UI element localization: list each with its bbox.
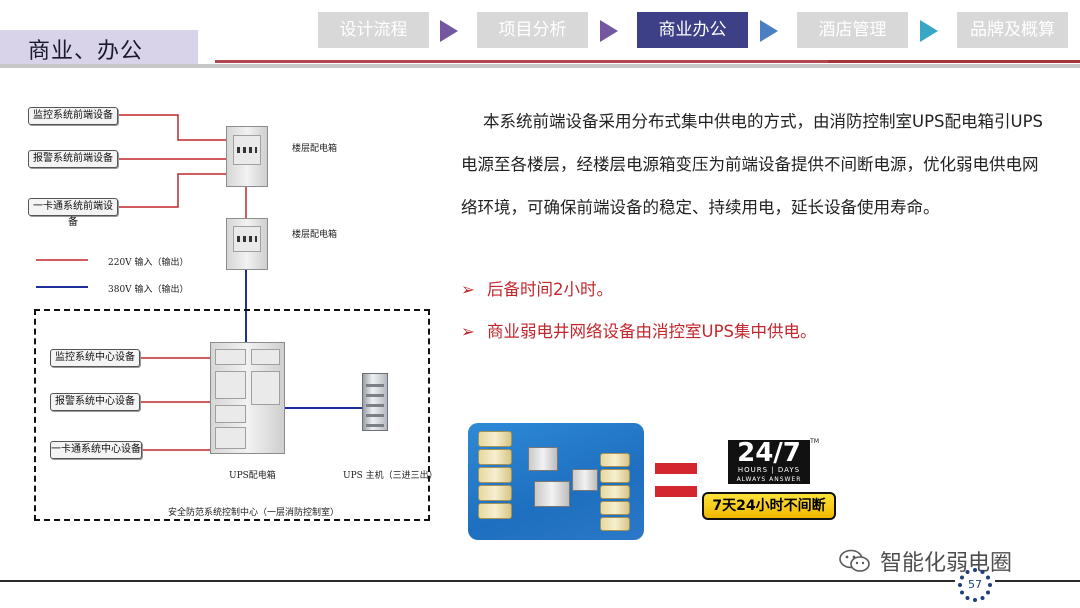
dotted-ring-icon bbox=[958, 568, 992, 602]
page-number: 57 bbox=[968, 578, 982, 591]
diagram-wiring bbox=[36, 114, 362, 451]
step-brand-budget[interactable]: 品牌及概算 bbox=[957, 12, 1068, 48]
step-arrow-icon bbox=[760, 20, 778, 42]
always-on-247-logo: 24/7 HOURS | DAYS ALWAYS ANSWER TM bbox=[728, 438, 819, 484]
watermark: 智能化弱电圈 bbox=[838, 545, 1012, 577]
control-center-boundary bbox=[34, 309, 430, 521]
step-commercial-office[interactable]: 商业办公 bbox=[637, 12, 748, 48]
ups-box-label: UPS配电箱 bbox=[229, 471, 276, 481]
badge-247-tm: TM bbox=[810, 438, 819, 445]
wechat-icon bbox=[838, 549, 872, 572]
ups-modules-photo bbox=[468, 423, 644, 540]
legend-220v: 220V 输入（输出） bbox=[108, 258, 189, 268]
ups-distribution-cabinet-icon bbox=[210, 342, 285, 454]
bullet-item: ➢ 后备时间2小时。 bbox=[461, 279, 613, 301]
step-design-process[interactable]: 设计流程 bbox=[318, 12, 429, 48]
bullet-text: 后备时间2小时。 bbox=[487, 280, 613, 299]
uninterrupted-badge: 7天24小时不间断 bbox=[702, 492, 836, 520]
badge-247-main: 24/7 bbox=[737, 438, 801, 468]
header-divider bbox=[0, 64, 1080, 68]
floor-distribution-box-icon bbox=[226, 218, 268, 270]
floor-box-label: 楼层配电箱 bbox=[292, 144, 338, 154]
header-divider-red-dark bbox=[828, 60, 1080, 63]
power-supply-diagram: 监控系统前端设备 报警系统前端设备 一卡通系统前端设备 楼层配电箱 楼层配电箱 … bbox=[0, 90, 450, 530]
floor-distribution-box-icon bbox=[226, 126, 268, 187]
center-device-monitoring: 监控系统中心设备 bbox=[50, 349, 140, 367]
ups-host-label: UPS 主机（三进三出） bbox=[343, 471, 438, 481]
badge-247-sub: HOURS | DAYS bbox=[737, 466, 801, 474]
step-hotel-management[interactable]: 酒店管理 bbox=[797, 12, 908, 48]
footer-divider bbox=[0, 580, 1080, 582]
center-device-access-card: 一卡通系统中心设备 bbox=[50, 441, 142, 459]
step-arrow-icon bbox=[920, 20, 938, 42]
watermark-text: 智能化弱电圈 bbox=[880, 551, 1013, 576]
center-device-alarm: 报警系统中心设备 bbox=[50, 393, 140, 411]
description-text: 本系统前端设备采用分布式集中供电的方式，由消防控制室UPS配电箱引UPS电源至各… bbox=[461, 112, 1044, 217]
control-center-label: 安全防范系统控制中心（一层消防控制室） bbox=[168, 508, 340, 518]
arrow-bullet-icon: ➢ bbox=[461, 280, 475, 299]
legend-380v: 380V 输入（输出） bbox=[108, 285, 189, 295]
equals-sign-icon bbox=[655, 463, 697, 509]
badge-247-tag: ALWAYS ANSWER bbox=[736, 476, 802, 483]
section-title: 商业、办公 bbox=[28, 39, 144, 64]
step-project-analysis[interactable]: 项目分析 bbox=[477, 12, 588, 48]
bullet-text: 商业弱电井网络设备由消控室UPS集中供电。 bbox=[487, 322, 817, 341]
description-paragraph: 本系统前端设备采用分布式集中供电的方式，由消防控制室UPS配电箱引UPS电源至各… bbox=[461, 100, 1045, 229]
step-arrow-icon bbox=[440, 20, 458, 42]
step-arrow-icon bbox=[600, 20, 618, 42]
front-device-monitoring: 监控系统前端设备 bbox=[28, 107, 118, 125]
header-divider-red bbox=[215, 60, 1080, 63]
front-device-access-card: 一卡通系统前端设备 bbox=[28, 198, 118, 228]
front-device-alarm: 报警系统前端设备 bbox=[28, 150, 118, 168]
process-steps-nav: 设计流程 项目分析 商业办公 酒店管理 品牌及概算 bbox=[318, 12, 1080, 48]
page-number-badge: 57 bbox=[957, 567, 993, 603]
floor-box-label: 楼层配电箱 bbox=[292, 230, 338, 240]
arrow-bullet-icon: ➢ bbox=[461, 322, 475, 341]
ups-host-icon bbox=[362, 373, 388, 431]
bullet-item: ➢ 商业弱电井网络设备由消控室UPS集中供电。 bbox=[461, 321, 817, 343]
section-title-box: 商业、办公 bbox=[0, 30, 198, 66]
